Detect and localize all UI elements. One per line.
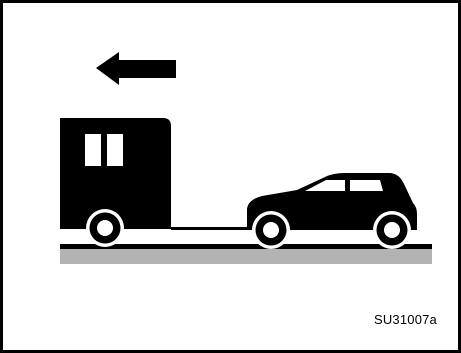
trailer-window-left bbox=[85, 134, 101, 166]
trailer-window-right bbox=[107, 134, 123, 166]
car-front-wheel bbox=[252, 211, 290, 249]
car-rear-wheel bbox=[373, 211, 411, 249]
tow-bar bbox=[171, 227, 253, 230]
figure-code-label: SU31007a bbox=[374, 312, 437, 327]
car-icon bbox=[247, 173, 417, 249]
trailer-wheel bbox=[86, 209, 124, 247]
trailer-icon bbox=[60, 118, 171, 247]
left-arrow-icon bbox=[96, 52, 176, 85]
car-window-rear bbox=[350, 180, 383, 191]
ground bbox=[60, 244, 432, 264]
